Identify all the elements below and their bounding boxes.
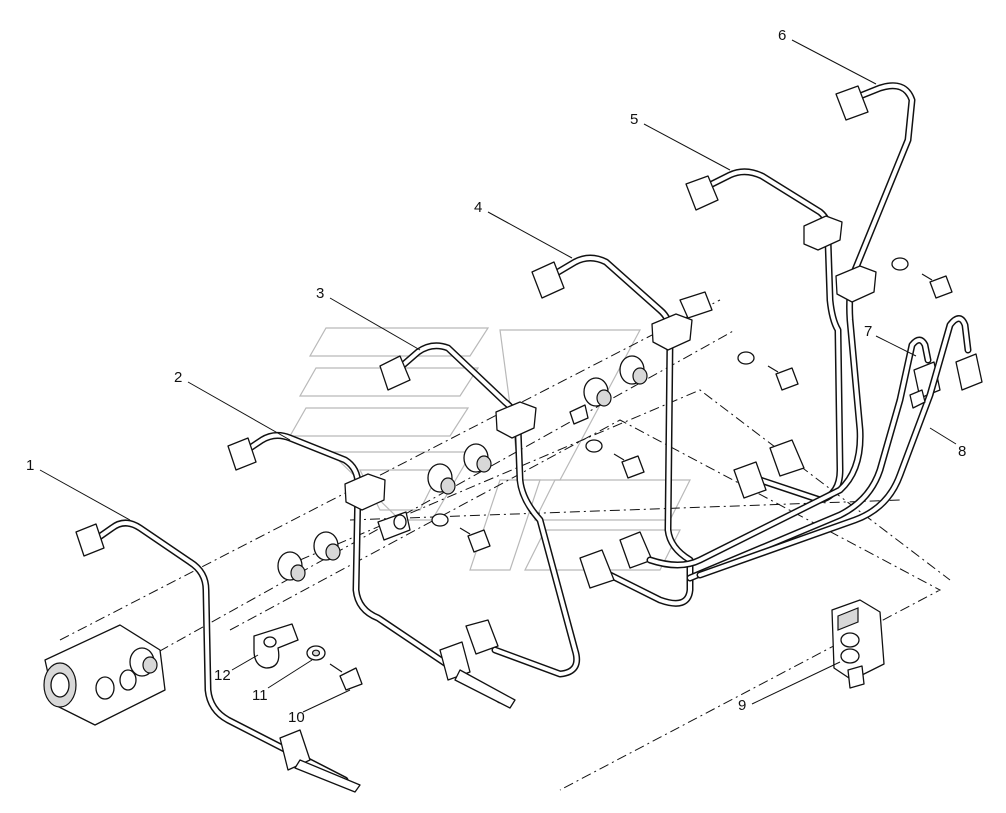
outlet-fitting-4 xyxy=(427,463,456,495)
injection-pipe-5 xyxy=(685,168,844,504)
callout-1: 1 xyxy=(26,457,34,474)
outlet-fitting-5 xyxy=(463,443,492,473)
callout-labels: 1 2 3 4 5 6 7 8 9 10 11 12 xyxy=(26,27,966,726)
rail-outlet-fittings xyxy=(129,355,648,677)
callout-6: 6 xyxy=(778,27,786,44)
callout-9: 9 xyxy=(738,697,746,714)
outlet-fitting-3 xyxy=(313,531,341,561)
injection-pipe-3 xyxy=(379,342,581,678)
injection-pipe-2 xyxy=(227,431,516,709)
injection-pipe-6 xyxy=(646,82,916,569)
callout-7: 7 xyxy=(864,323,872,340)
outlet-fitting-6 xyxy=(583,377,612,407)
fuel-rail-outline xyxy=(59,299,951,791)
callout-10: 10 xyxy=(288,709,305,726)
leader-lines xyxy=(39,39,957,713)
clamp-9 xyxy=(831,599,885,689)
watermark-logo xyxy=(288,327,691,571)
outlet-fitting-7 xyxy=(619,355,648,385)
bolt-10 xyxy=(329,663,363,691)
injection-pipe-8 xyxy=(696,315,983,579)
washers-and-bolts xyxy=(377,257,953,553)
callout-4: 4 xyxy=(474,199,482,216)
outlet-fitting-2 xyxy=(277,551,306,582)
callout-12: 12 xyxy=(214,667,231,684)
callout-5: 5 xyxy=(630,111,638,128)
callout-3: 3 xyxy=(316,285,324,302)
injection-pipe-4 xyxy=(531,254,713,607)
callout-2: 2 xyxy=(174,369,182,386)
clamp-12 xyxy=(253,623,299,669)
washer-11 xyxy=(306,645,326,661)
outlet-fitting-1 xyxy=(129,647,158,677)
injection-pipe-1 xyxy=(75,519,361,793)
callout-8: 8 xyxy=(958,443,966,460)
callout-11: 11 xyxy=(252,687,268,704)
